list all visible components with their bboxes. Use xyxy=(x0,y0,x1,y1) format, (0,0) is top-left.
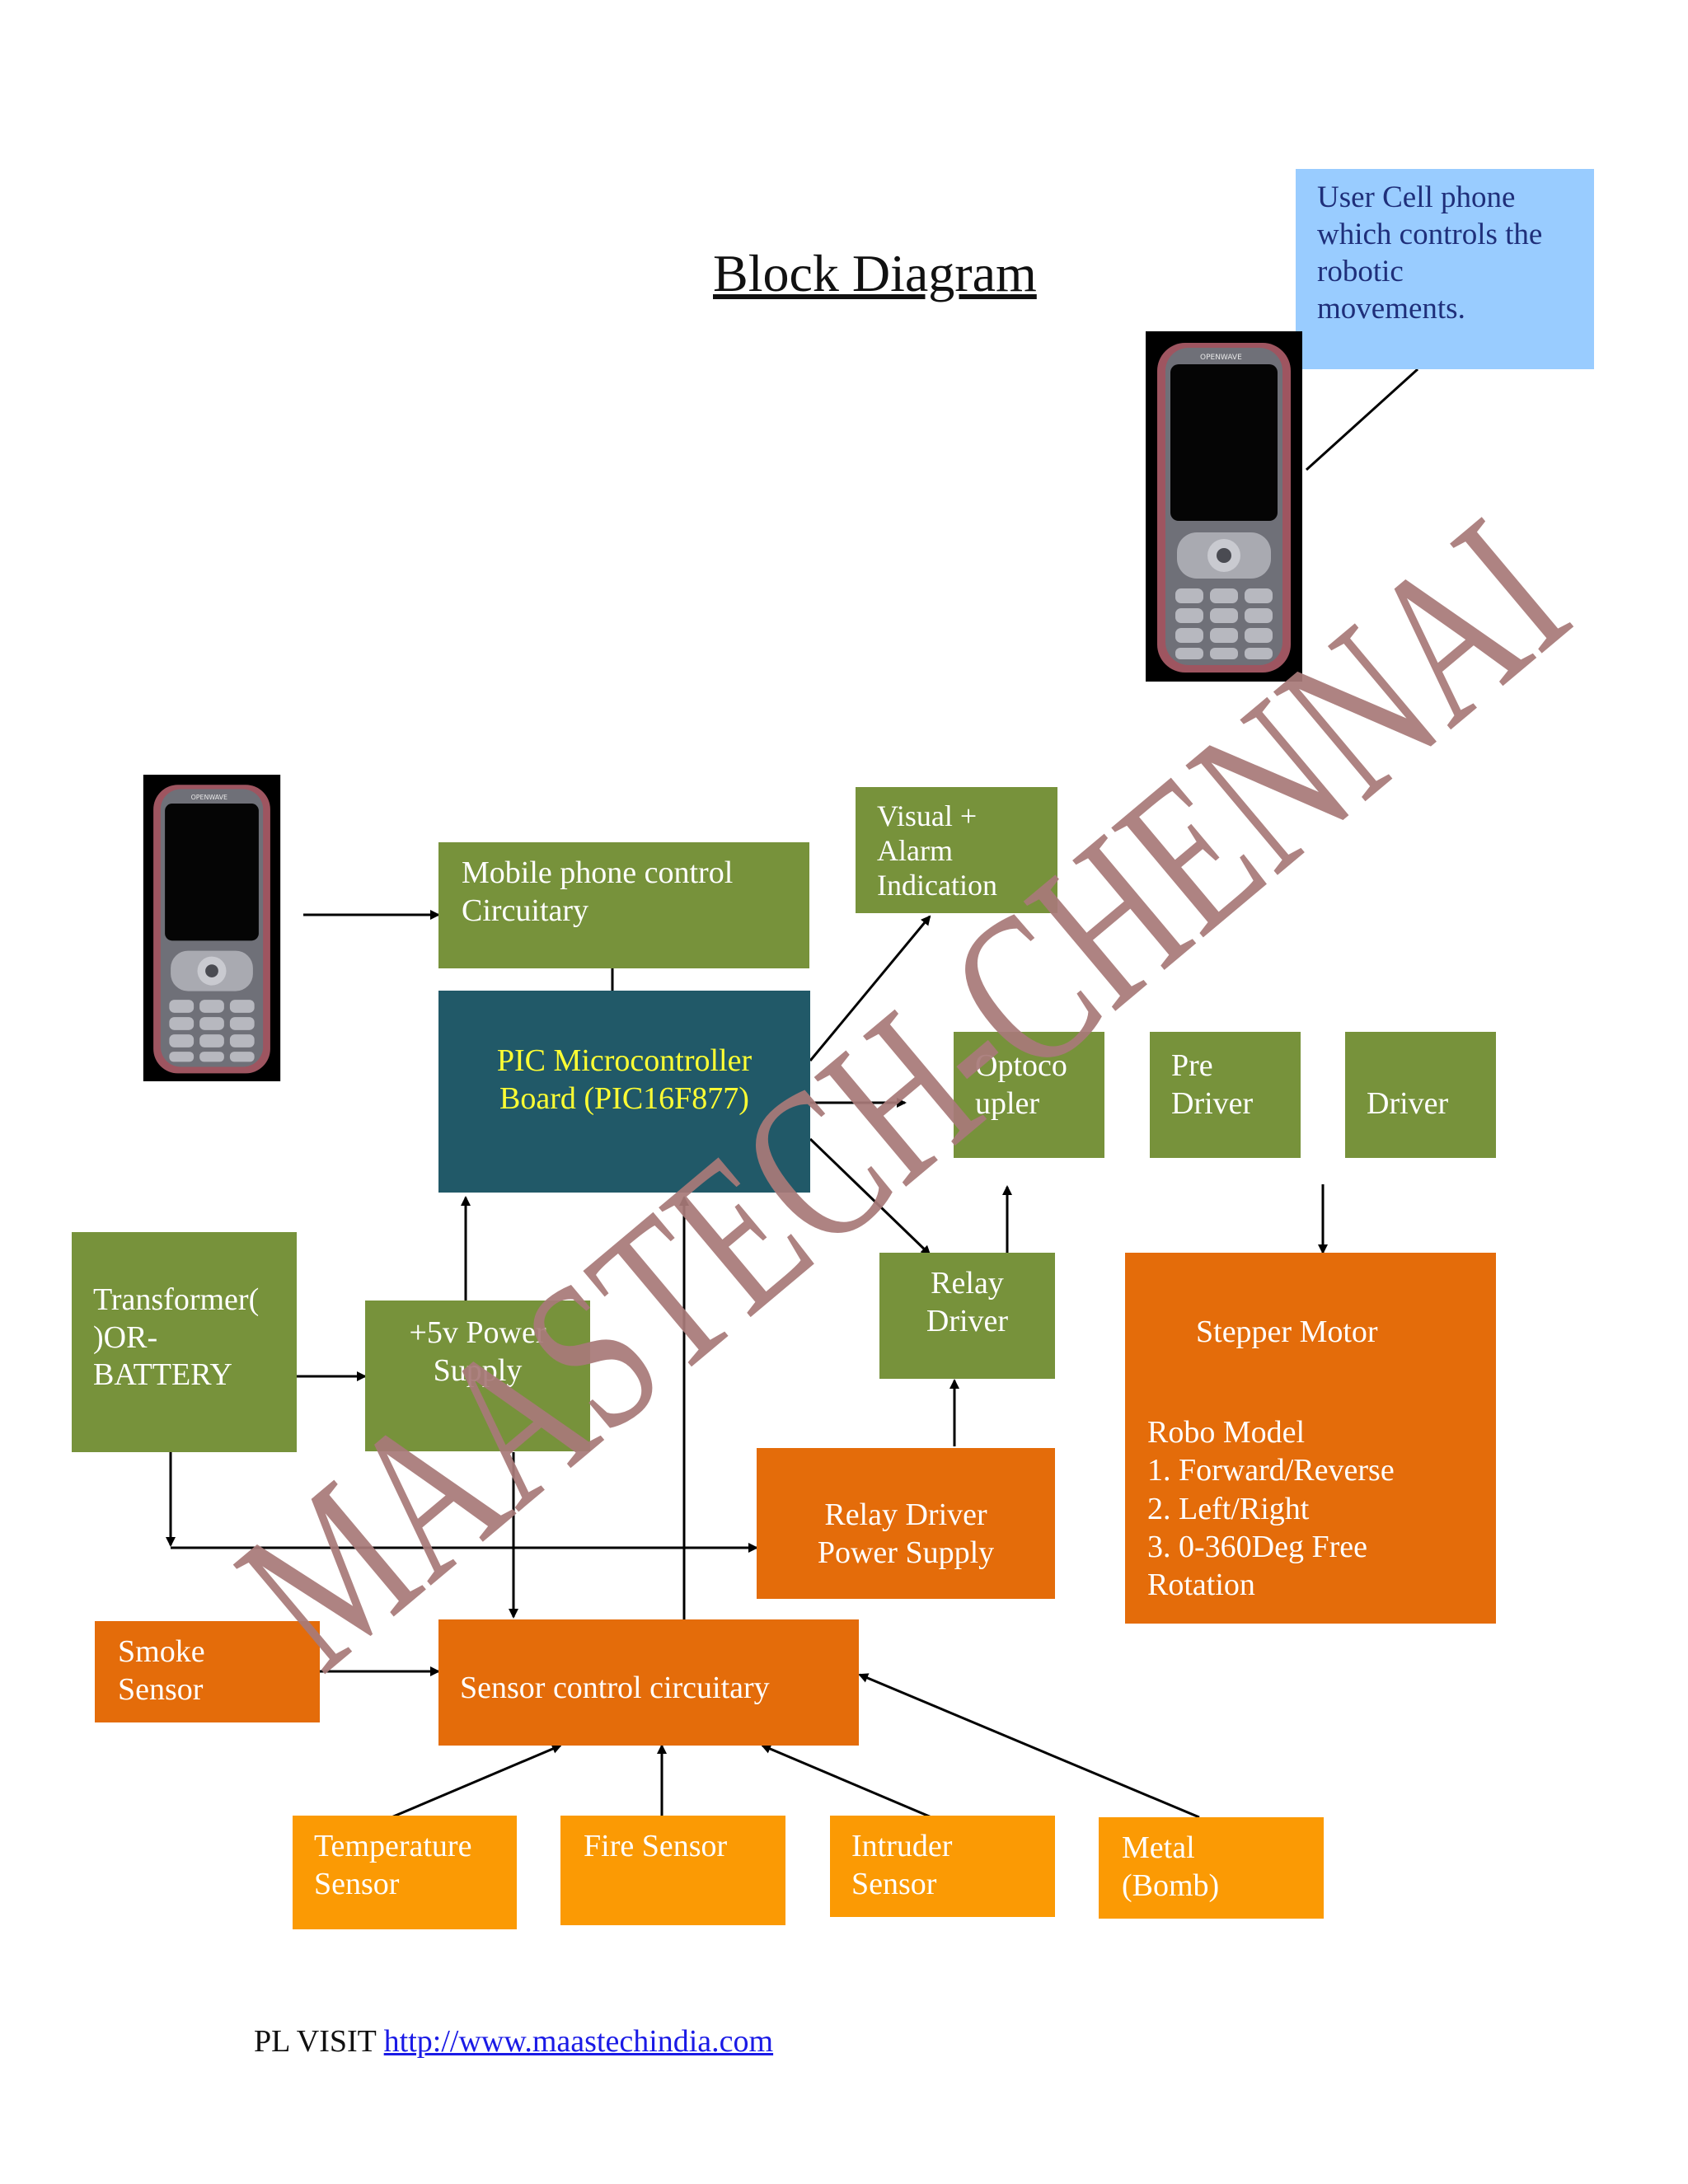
callout-line: which controls the xyxy=(1317,218,1543,252)
block-label: Relay Driver xyxy=(824,1497,987,1532)
phone-keypad xyxy=(1175,588,1273,659)
phone-keypad xyxy=(169,1000,255,1062)
callout-line: movements. xyxy=(1317,292,1465,326)
optocoupler-block: Optoco upler xyxy=(954,1032,1104,1158)
block-label: Pre xyxy=(1171,1048,1213,1083)
block-label: Relay xyxy=(931,1266,1004,1301)
block-label: Rotation xyxy=(1147,1568,1255,1603)
block-label: Driver xyxy=(1171,1086,1254,1122)
block-label: Sensor control circuitary xyxy=(460,1671,770,1705)
user-phone-callout: User Cell phone which controls the robot… xyxy=(1296,169,1594,369)
intruder-sensor-block: Intruder Sensor xyxy=(830,1816,1055,1917)
block-label: upler xyxy=(975,1086,1040,1122)
block-label: Optoco xyxy=(975,1048,1067,1083)
stepper-motor-block: Stepper Motor Robo Model 1. Forward/Reve… xyxy=(1125,1253,1496,1624)
mobile-phone-control-block: Mobile phone control Circuitary xyxy=(438,842,809,968)
block-label: Power Supply xyxy=(817,1535,995,1571)
website-link[interactable]: http://www.maastechindia.com xyxy=(383,2024,774,2059)
pre-driver-block: Pre Driver xyxy=(1150,1032,1301,1158)
relay-driver-block: Relay Driver xyxy=(879,1253,1055,1379)
block-label: Temperature xyxy=(314,1829,472,1863)
block-label: Robo Model xyxy=(1147,1415,1306,1450)
relay-driver-power-supply-block: Relay Driver Power Supply xyxy=(757,1448,1055,1599)
driver-block: Driver xyxy=(1345,1032,1496,1158)
arrow-intruder-to-sensor-control xyxy=(761,1744,932,1819)
block-label: )OR- xyxy=(93,1319,158,1355)
user-cell-phone-image: OPENWAVE xyxy=(1146,331,1302,682)
transformer-battery-block: Transformer( )OR- BATTERY xyxy=(72,1232,297,1452)
block-label: Circuitary xyxy=(462,893,589,929)
block-label: Driver xyxy=(926,1304,1009,1339)
temperature-sensor-block: Temperature Sensor xyxy=(293,1816,517,1929)
block-label: (Bomb) xyxy=(1122,1868,1220,1904)
block-label: 3. 0-360Deg Free xyxy=(1147,1530,1367,1565)
fire-sensor-block: Fire Sensor xyxy=(560,1816,785,1925)
callout-line: robotic xyxy=(1317,255,1404,289)
callout-leader xyxy=(1305,368,1419,471)
block-label: Metal xyxy=(1122,1830,1195,1865)
phone-brand-label: OPENWAVE xyxy=(191,794,227,801)
block-label: 1. Forward/Reverse xyxy=(1147,1453,1395,1488)
arrow-temperature-to-sensor-control xyxy=(391,1744,562,1819)
stepper-heading: Stepper Motor xyxy=(1196,1315,1378,1349)
sensor-control-block: Sensor control circuitary xyxy=(438,1619,859,1746)
visual-alarm-block: Visual + Alarm Indication xyxy=(856,787,1057,913)
block-label: Sensor xyxy=(314,1867,400,1902)
block-label: Intruder xyxy=(851,1829,953,1863)
smoke-sensor-block: Smoke Sensor xyxy=(95,1621,320,1722)
block-label: Sensor xyxy=(851,1867,937,1902)
block-label: Transformer( xyxy=(93,1282,260,1317)
block-label: BATTERY xyxy=(93,1357,232,1393)
block-label: Driver xyxy=(1367,1086,1449,1121)
block-label: Board (PIC16F877) xyxy=(499,1081,749,1117)
block-label: Smoke xyxy=(118,1634,205,1669)
block-label: Indication xyxy=(877,869,997,902)
power-supply-block: +5v Power Supply xyxy=(365,1301,590,1451)
robot-cell-phone-image: OPENWAVE xyxy=(143,775,281,1081)
block-label: Alarm xyxy=(877,834,953,868)
block-label: PIC Microcontroller xyxy=(496,1043,753,1078)
block-label: Sensor xyxy=(118,1672,204,1708)
block-label: +5v Power xyxy=(409,1315,546,1350)
pic-microcontroller-block: PIC Microcontroller Board (PIC16F877) xyxy=(438,991,810,1193)
block-label: Visual + xyxy=(877,799,978,832)
diagram-title: Block Diagram xyxy=(713,244,1037,302)
footer-prefix: PL VISIT xyxy=(254,2024,384,2059)
callout-line: User Cell phone xyxy=(1317,180,1516,214)
block-label: Supply xyxy=(433,1353,523,1389)
block-label: 2. Left/Right xyxy=(1147,1491,1310,1526)
metal-bomb-sensor-block: Metal (Bomb) xyxy=(1099,1817,1324,1919)
block-label: Mobile phone control xyxy=(462,855,734,890)
phone-brand-label: OPENWAVE xyxy=(1200,354,1242,362)
block-label: Fire Sensor xyxy=(584,1829,728,1863)
arrow-pic-to-visual xyxy=(809,915,931,1062)
arrow-pic-to-relay xyxy=(809,1137,931,1256)
arrow-metal-to-sensor-control xyxy=(858,1673,1200,1819)
footer: PL VISIT http://www.maastechindia.com xyxy=(254,2023,773,2060)
